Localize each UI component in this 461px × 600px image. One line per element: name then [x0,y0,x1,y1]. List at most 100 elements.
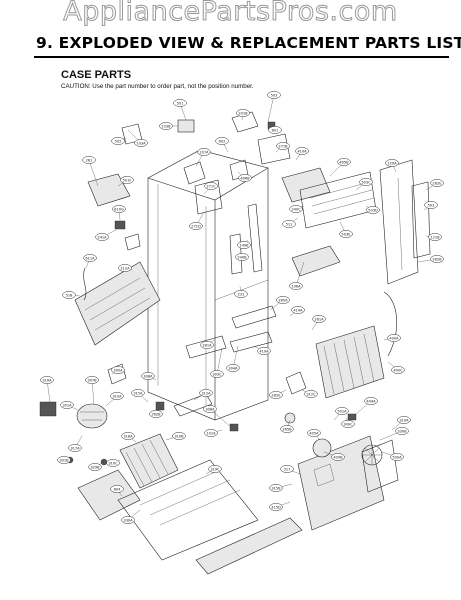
callout-106a: 106A [289,261,305,290]
callout-label: 306A [205,407,215,411]
callout-315b: 315B [269,483,293,492]
callout-label: 271B [278,144,288,148]
callout-bubble [121,516,135,524]
callout-bubble [200,341,214,349]
callout-282b: 282B [417,255,444,263]
callout-label: 271D [191,224,201,228]
callout-label: 241A [97,235,107,239]
callout-label: 149B [239,243,249,247]
compressor [39,401,108,429]
callout-bubble [203,405,217,413]
callout-bubble [331,453,345,461]
callout-label: 602 [219,139,226,143]
callout-bubble [226,364,240,372]
callout-bubble [88,463,102,471]
callout-bubble [312,315,326,323]
callout-label: 410A [297,149,307,153]
title-underline [34,56,449,58]
callout-bubble [339,230,353,238]
callout-label: 511 [286,222,293,226]
callout-label: 240C [291,207,301,211]
callout-610g: 610G [112,205,126,221]
callout-label: 610G [114,207,124,211]
callout-241a: 241A [95,229,117,241]
lower-grille [173,393,303,575]
callout-318a: 318A [121,432,137,443]
callout-511: 511 [282,217,299,228]
callout-319a: 319A [391,416,411,431]
callout-bubble [268,126,282,134]
callout-bubble [267,91,281,99]
base-plate [77,459,259,561]
callout-bubble [341,420,355,428]
callout-317: 317 [280,465,301,475]
callout-label: 801 [272,128,279,132]
callout-309c: 309C [341,417,355,428]
misc-small-parts [66,363,357,466]
callout-bubble [134,139,148,147]
evaporator-coil [315,291,398,399]
callout-101a: 101A [204,429,223,437]
callout-leader-line [295,261,305,287]
callout-502: 502 [111,137,127,145]
callout-503c: 503C [355,178,373,191]
callout-240c: 240C [289,205,305,213]
callout-300a: 300A [111,366,125,375]
callout-bubble [235,253,249,261]
callout-301a: 301A [60,401,79,411]
callout-315d: 315D [269,501,291,511]
callout-bubble [236,109,250,117]
callout-label: 304A [228,366,238,370]
callout-label: 317 [284,467,291,471]
callout-bubble [68,444,82,452]
callout-bubble [120,176,134,184]
upper-duct-assembly [247,167,377,277]
callout-label: 312C [306,392,316,396]
callout-bubble [387,334,401,342]
callout-bubble [111,366,125,374]
callout-409b: 409B [323,451,345,461]
callout-label: 262B [151,412,161,416]
callout-label: 409B [333,455,343,459]
door-liner [379,159,431,285]
callout-bubble [430,255,444,263]
callout-bubble [189,222,203,230]
callout-503e: 503E [339,221,353,238]
callout-label: 317A [70,446,80,450]
callout-bubble [82,156,96,164]
callout-501a: 501A [333,407,349,421]
callout-503: 503 [423,201,438,211]
callout-405a: 405A [307,429,321,441]
callout-bubble [428,233,442,241]
callout-bubble [238,174,252,182]
callout-bubble [257,347,271,355]
callout-bubble [85,376,99,384]
callout-label: 261A [314,317,324,321]
callout-bubble [197,148,211,156]
callout-label: 329B [90,465,100,469]
callout-bubble [118,264,132,272]
callout-306a: 306A [203,405,233,429]
callout-bubble [424,201,438,209]
callout-bubble [57,456,71,464]
callout-bubble [335,407,349,415]
callout-label: 307B [87,378,97,382]
callout-120a: 120A [385,159,399,173]
callout-bubble [234,290,248,298]
callout-317a: 317A [68,435,83,452]
callout-bubble [110,392,124,400]
callout-bubble [390,453,404,461]
callout-231: 231 [234,285,248,298]
rear-cover [297,435,399,531]
callout-503d: 503D [365,205,380,214]
callout-bubble [149,410,163,418]
callout-label: 308A [143,374,153,378]
callout-label: 309C [343,422,353,426]
callout-319c: 319C [205,465,222,475]
callout-label: 310C [108,461,118,465]
callout-307b: 307B [85,376,99,405]
control-board [74,261,161,346]
callout-bubble [40,376,54,384]
callout-bubble [172,432,186,440]
callout-330a: 330A [121,509,141,524]
